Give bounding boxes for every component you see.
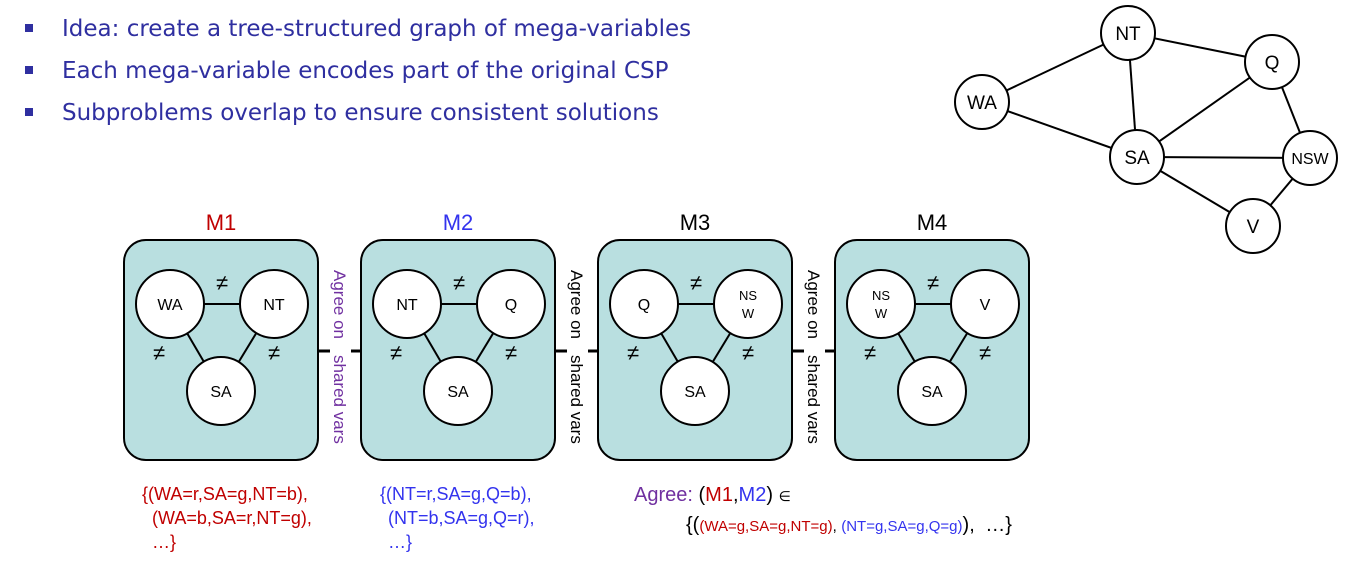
m2-domain-list: {(NT=r,SA=g,Q=b), (NT=b,SA=g,Q=r), …} [380, 482, 535, 554]
bullet-item: Each mega-variable encodes part of the o… [22, 54, 691, 96]
map-label-v: V [1247, 217, 1260, 238]
agree-set-close: ), [962, 514, 975, 536]
m2-domain-line: {(NT=r,SA=g,Q=b), [380, 484, 532, 504]
node-circle [713, 269, 783, 339]
node-circle [476, 269, 546, 339]
node-label: W [742, 306, 755, 321]
map-node-sa [1109, 129, 1165, 185]
neq-symbol: ≠ [742, 340, 754, 365]
bullet-item: Idea: create a tree-structured graph of … [22, 12, 691, 54]
map-node-nsw [1282, 130, 1338, 186]
neq-symbol: ≠ [979, 340, 991, 365]
neq-symbol: ≠ [453, 270, 465, 295]
edge-sa-nsw [1136, 156, 1311, 159]
neq-symbol: ≠ [505, 340, 517, 365]
neq-symbol: ≠ [390, 340, 402, 365]
agree-relation-set: {((WA=g,SA=g,NT=g), (NT=g,SA=g,Q=g)), …} [686, 514, 1012, 537]
megavar-m2: M2 NT Q SA ≠ ≠ ≠ [360, 210, 556, 461]
node-label: SA [447, 384, 469, 401]
agree-paren: ( [698, 484, 706, 506]
neq-symbol: ≠ [690, 270, 702, 295]
node-circle [846, 269, 916, 339]
megavar-m3: M3 Q NS W SA ≠ ≠ ≠ [597, 210, 793, 461]
neq-symbol: ≠ [627, 340, 639, 365]
node-circle [897, 356, 967, 426]
map-label-wa: WA [967, 93, 997, 114]
node-label: Q [638, 297, 650, 314]
bullet-text: Each mega-variable encodes part of the o… [62, 58, 669, 84]
agree-set-open: {( [686, 514, 700, 536]
agree-comma: , [732, 484, 739, 506]
agree-tuple-sep: , [832, 518, 837, 535]
bullet-square-icon [25, 24, 33, 32]
m1-domain-line: (WA=b,SA=r,NT=g), [152, 508, 312, 528]
agree-tuple-m2: (NT=g,SA=g,Q=g) [841, 518, 963, 535]
neq-symbol: ≠ [268, 340, 280, 365]
m1-domain-line: {(WA=r,SA=g,NT=b), [142, 484, 308, 504]
node-circle [609, 269, 679, 339]
map-node-wa [954, 74, 1010, 130]
neq-symbol: ≠ [927, 270, 939, 295]
node-label: NS [739, 288, 757, 303]
m1-domain-list: {(WA=r,SA=g,NT=b), (WA=b,SA=r,NT=g), …} [142, 482, 312, 554]
agree-label-2: Agree onshared vars [567, 270, 586, 444]
node-circle [135, 269, 205, 339]
node-label: W [875, 306, 888, 321]
neq-symbol: ≠ [216, 270, 228, 295]
node-circle [372, 269, 442, 339]
element-of-symbol: ∈ [778, 488, 791, 504]
agree-relation-header: Agree: (M1,M2) ∈ [634, 484, 791, 507]
agree-label-3: Agree onshared vars [804, 270, 823, 444]
m1-domain-line: …} [152, 532, 177, 552]
map-label-nsw: NSW [1291, 151, 1329, 168]
neq-symbol: ≠ [864, 340, 876, 365]
node-circle [423, 356, 493, 426]
agree-label-1: Agree onshared vars [330, 270, 349, 444]
bullet-text: Idea: create a tree-structured graph of … [62, 16, 692, 42]
bullet-text: Subproblems overlap to ensure consistent… [62, 100, 659, 126]
node-circle [186, 356, 256, 426]
node-label: V [980, 297, 991, 314]
map-label-nt: NT [1115, 24, 1141, 45]
node-label: SA [684, 384, 706, 401]
map-node-q [1244, 34, 1300, 90]
agree-paren: ) [766, 484, 773, 506]
map-node-v [1225, 198, 1281, 254]
bullet-square-icon [25, 66, 33, 74]
node-label: NT [396, 297, 418, 314]
node-circle [660, 356, 730, 426]
node-label: NS [872, 288, 890, 303]
map-node-nt [1100, 5, 1156, 61]
megavar-m1: M1 WA NT SA ≠ ≠ ≠ [123, 210, 319, 461]
bullet-item: Subproblems overlap to ensure consistent… [22, 96, 691, 138]
node-circle [239, 269, 309, 339]
agree-tuple-m1: (WA=g,SA=g,NT=g) [699, 518, 833, 535]
node-label: SA [921, 384, 943, 401]
node-label: NT [263, 297, 285, 314]
node-label: Q [505, 297, 517, 314]
bullet-list: Idea: create a tree-structured graph of … [22, 12, 691, 138]
m2-domain-line: (NT=b,SA=g,Q=r), [388, 508, 535, 528]
neq-symbol: ≠ [153, 340, 165, 365]
agree-label: Agree: [634, 484, 693, 506]
map-label-sa: SA [1124, 148, 1150, 169]
map-label-q: Q [1265, 53, 1280, 74]
megavar-title: M3 [680, 210, 711, 235]
megavar-title: M4 [917, 210, 948, 235]
megavar-title: M2 [443, 210, 474, 235]
agree-m2: M2 [738, 484, 767, 506]
node-label: SA [210, 384, 232, 401]
bullet-square-icon [25, 108, 33, 116]
node-circle [950, 269, 1020, 339]
megavar-title: M1 [206, 210, 237, 235]
m2-domain-line: …} [388, 532, 413, 552]
megavar-m4: M4 NS W V SA ≠ ≠ ≠ [834, 210, 1030, 461]
node-label: WA [157, 297, 183, 314]
agree-ellipsis: …} [985, 514, 1012, 536]
agree-m1: M1 [705, 484, 733, 506]
